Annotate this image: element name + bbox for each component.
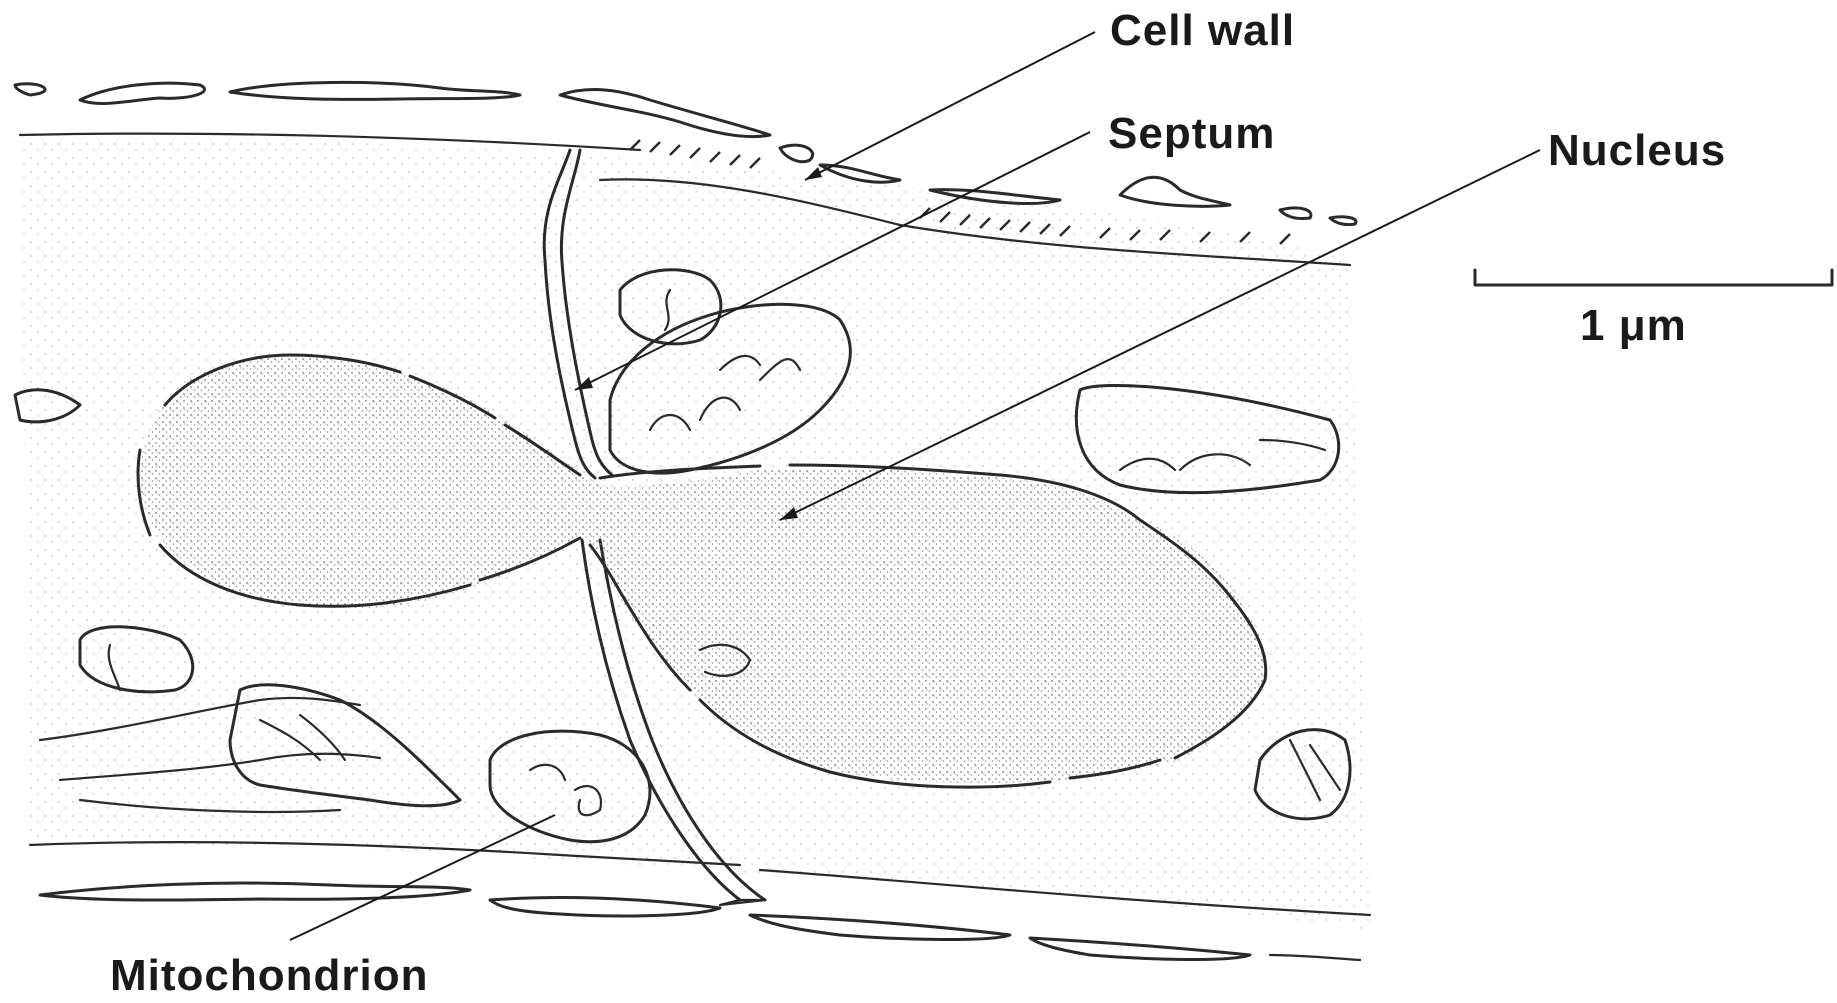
scale-bar: 1 μm <box>1475 270 1832 350</box>
label-cell-wall: Cell wall <box>1110 6 1295 55</box>
label-nucleus: Nucleus <box>1548 126 1726 175</box>
label-mitochondrion: Mitochondrion <box>110 951 429 1000</box>
label-septum: Septum <box>1108 109 1275 158</box>
scale-bar-label: 1 μm <box>1580 301 1687 350</box>
leader-cell-wall <box>805 32 1095 180</box>
